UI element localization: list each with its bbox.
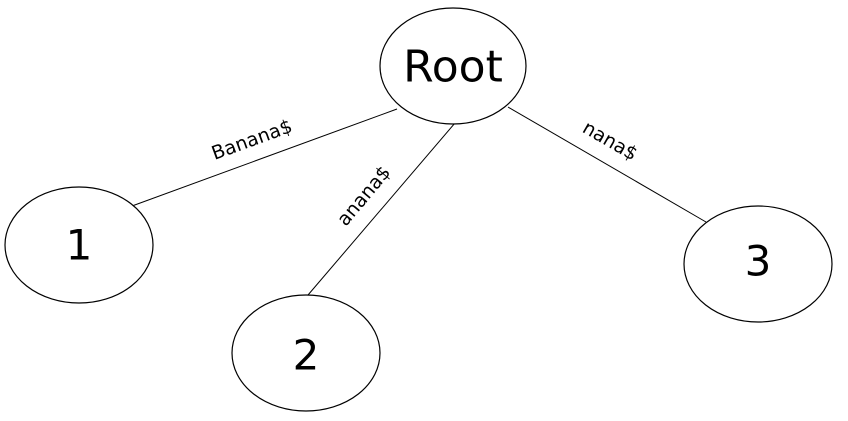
edge-root-to-node-1 [131,108,398,207]
leaf-node-2: 2 [231,294,381,412]
edge-label-anana: anana$ [333,162,396,231]
leaf-node-3-label: 3 [745,237,772,286]
root-node-label: Root [403,42,503,93]
leaf-node-1-label: 1 [66,221,93,270]
leaf-node-2-shape [231,294,381,412]
leaf-node-3: 3 [683,205,833,323]
leaf-node-1: 1 [4,186,154,304]
edge-label-nana: nana$ [579,117,642,166]
root-node: Root [379,7,527,125]
leaf-node-3-shape [683,205,833,323]
edge-label-banana: Banana$ [209,115,296,164]
edge-root-to-node-3 [507,106,707,223]
leaf-node-1-shape [4,186,154,304]
leaf-node-2-label: 2 [293,331,320,380]
root-node-shape [379,7,527,125]
edge-root-to-node-2 [307,122,456,296]
